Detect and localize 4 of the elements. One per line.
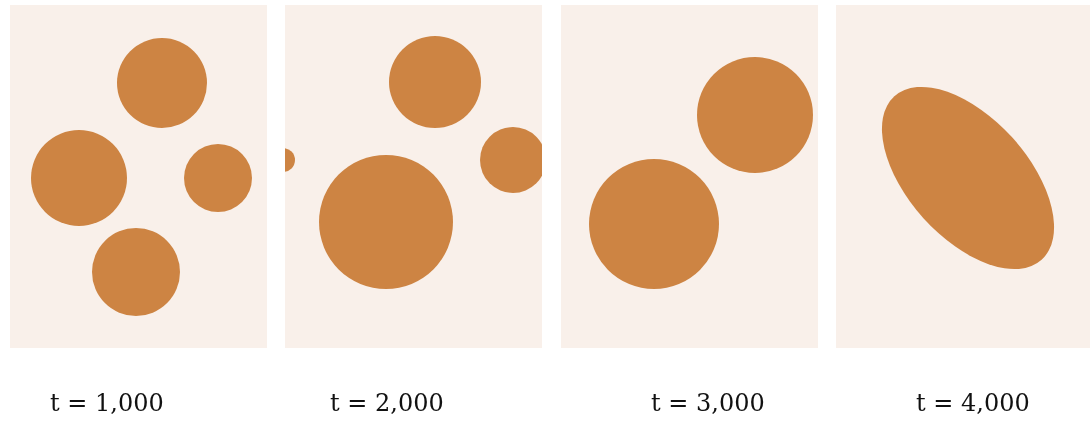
time-label: t = 3,000	[651, 389, 765, 417]
time-label: t = 2,000	[330, 389, 444, 417]
time-label: t = 1,000	[50, 389, 164, 417]
time-label: t = 4,000	[916, 389, 1030, 417]
